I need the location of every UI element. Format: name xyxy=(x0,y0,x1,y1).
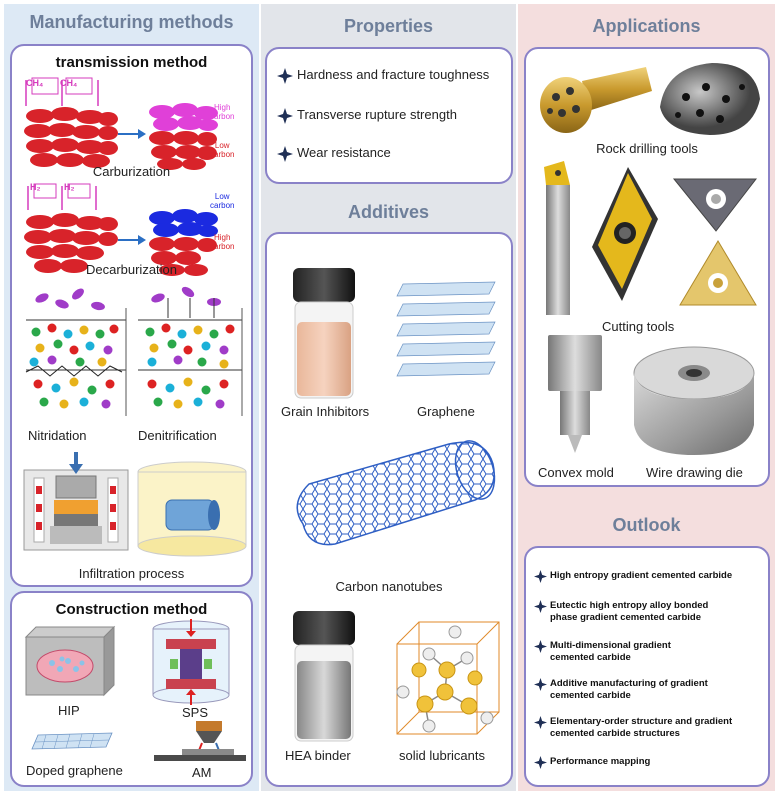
hea-binder-label: HEA binder xyxy=(285,748,351,763)
cutting-tools-label: Cutting tools xyxy=(602,319,675,334)
infiltration-label: Infiltration process xyxy=(78,566,185,581)
grain-inhibitors-jar xyxy=(293,268,355,399)
applications-panel: Rock drilling tools Cutting tools xyxy=(524,47,770,487)
nitridation-label: Nitridation xyxy=(28,428,87,443)
star-icon xyxy=(277,67,293,84)
convex-mold xyxy=(548,335,602,453)
property-item: Transverse rupture strength xyxy=(277,107,457,124)
carbon-nanotubes-label: Carbon nanotubes xyxy=(335,579,443,594)
decarburization-label: Decarburization xyxy=(85,262,178,277)
infiltration-illustration xyxy=(23,452,247,557)
transmission-title: transmission method xyxy=(55,54,208,71)
star-icon xyxy=(277,107,293,124)
hea-binder-jar xyxy=(293,611,355,742)
star-icon xyxy=(534,640,547,653)
construction-method-panel: Construction method HIP SPS xyxy=(10,591,253,787)
h2-label-2: H₂ xyxy=(64,182,75,192)
properties-title: Properties xyxy=(343,16,434,36)
denitrification-label: Denitrification xyxy=(138,428,217,443)
cutting-insert-triangle-dark xyxy=(672,178,758,232)
solid-lubricants-label: solid lubricants xyxy=(399,748,485,763)
property-item: Wear resistance xyxy=(277,145,391,162)
graphene-illustration xyxy=(396,281,496,377)
cutting-insert-diamond xyxy=(592,167,658,301)
grain-inhibitors-label: Grain Inhibitors xyxy=(281,404,370,419)
manufacturing-title: Manufacturing methods xyxy=(29,12,234,32)
properties-panel: Hardness and fracture toughness Transver… xyxy=(265,47,513,184)
convex-mold-label: Convex mold xyxy=(538,465,614,480)
sps-label: SPS xyxy=(182,705,209,720)
hip-illustration xyxy=(24,625,116,697)
property-item: Hardness and fracture toughness xyxy=(277,67,489,84)
carburization-illustration xyxy=(24,77,218,170)
construction-title: Construction method xyxy=(55,601,208,618)
ch4-label-1: CH₄ xyxy=(26,78,44,88)
transmission-method-panel: transmission method xyxy=(10,44,253,587)
carbon-nanotube-illustration xyxy=(296,440,496,546)
ch4-label-2: CH₄ xyxy=(60,78,78,88)
nitridation-illustration xyxy=(25,286,243,416)
star-icon xyxy=(534,678,547,691)
manufacturing-column: Manufacturing methods transmission metho… xyxy=(4,4,259,791)
star-icon xyxy=(534,600,547,613)
doped-graphene-label: Doped graphene xyxy=(26,763,123,778)
sps-illustration xyxy=(152,619,230,705)
am-label: AM xyxy=(192,765,212,780)
outlook-item: High entropy gradient cemented carbide xyxy=(534,570,732,583)
decarburization-illustration xyxy=(24,183,218,276)
cutting-insert-triangle-gold xyxy=(679,240,757,306)
graphene-label: Graphene xyxy=(417,404,475,419)
am-illustration xyxy=(154,721,246,761)
h2-label-1: H₂ xyxy=(30,182,41,192)
additives-title: Additives xyxy=(347,202,430,222)
additives-panel: Grain Inhibitors Graphene Carbon nanotub… xyxy=(265,232,513,787)
wire-drawing-die xyxy=(633,346,755,455)
star-icon xyxy=(534,716,547,729)
properties-column: Properties Hardness and fracture toughne… xyxy=(261,4,516,791)
outlook-item: Performance mapping xyxy=(534,756,650,769)
rock-drilling-label: Rock drilling tools xyxy=(596,141,698,156)
cutting-tool-holder xyxy=(544,161,570,315)
outlook-title: Outlook xyxy=(612,515,681,535)
outlook-panel: High entropy gradient cemented carbide E… xyxy=(524,546,770,787)
wire-drawing-die-label: Wire drawing die xyxy=(646,465,743,480)
rock-drill-button-bit xyxy=(660,63,760,135)
applications-title: Applications xyxy=(592,16,701,36)
solid-lubricant-crystal xyxy=(396,621,500,735)
star-icon xyxy=(534,570,547,583)
doped-graphene-illustration xyxy=(31,732,113,750)
star-icon xyxy=(277,145,293,162)
carburization-label: Carburization xyxy=(92,164,171,179)
rock-drill-bit xyxy=(540,67,652,133)
hip-label: HIP xyxy=(58,703,80,718)
applications-column: Applications Rock drilling tools xyxy=(518,4,775,791)
star-icon xyxy=(534,756,547,769)
